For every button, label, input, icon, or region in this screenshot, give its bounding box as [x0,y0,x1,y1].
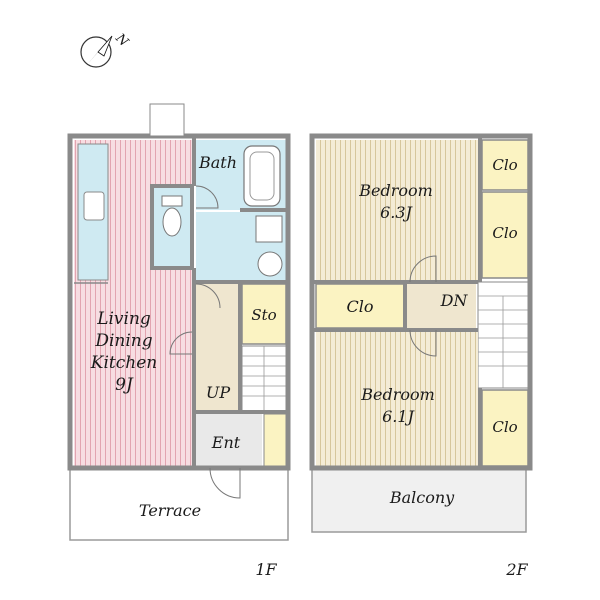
ldk-label-dining: Dining [94,331,152,351]
storage-label: Sto [251,306,276,324]
washer-icon [255,215,283,243]
kitchen-door-porch [149,103,185,137]
ldk-label-kitchen: Kitchen [90,353,157,373]
bedroom-bottom-size: 6.1J [382,407,415,426]
shoe-closet [263,413,287,467]
compass-letter: N [112,30,132,50]
closet-3-label: Clo [492,418,517,436]
floor-1-label: 1F [255,560,277,579]
hall-2f [406,284,476,328]
closet-2-label: Clo [492,224,517,242]
closet-middle-label: Clo [347,297,374,316]
compass: N [80,30,132,68]
terrace-label: Terrace [139,501,201,520]
toilet-tank-icon [161,195,183,207]
ldk-size: 9J [115,375,134,395]
closet-middle [315,283,405,329]
compass-ring [80,36,112,68]
bedroom-top-size: 6.3J [380,203,413,222]
entrance-label: Ent [211,433,241,452]
entrance [196,414,262,466]
toilet-bowl-icon [162,207,182,237]
balcony-label: Balcony [389,488,455,507]
floor-2-walls [309,133,533,471]
hall-1f [196,284,240,412]
floor-1: Living Dining Kitchen 9J Bath Sto UP Ent… [67,103,291,579]
bedroom-top [316,140,478,280]
stairs-down-label: DN [440,291,469,310]
bedroom-top-label: Bedroom [358,181,433,200]
stairs-up-label: UP [206,383,230,402]
washbasin-icon [257,251,283,277]
floor-2-label: 2F [505,560,528,579]
balcony-area [311,467,527,533]
bathtub-icon [243,145,281,207]
closet-top-1 [481,139,529,191]
kitchen-sink-icon [83,191,105,221]
closet-1-label: Clo [492,156,517,174]
bath-label: Bath [198,153,237,172]
bedroom-bottom-label: Bedroom [360,385,435,404]
floor-2: Bedroom 6.3J Clo DN Bedroom 6.1J Clo Clo… [309,133,533,579]
terrace-area [69,467,289,541]
ldk-label-living: Living [96,309,151,329]
bedroom-bottom [316,330,478,466]
